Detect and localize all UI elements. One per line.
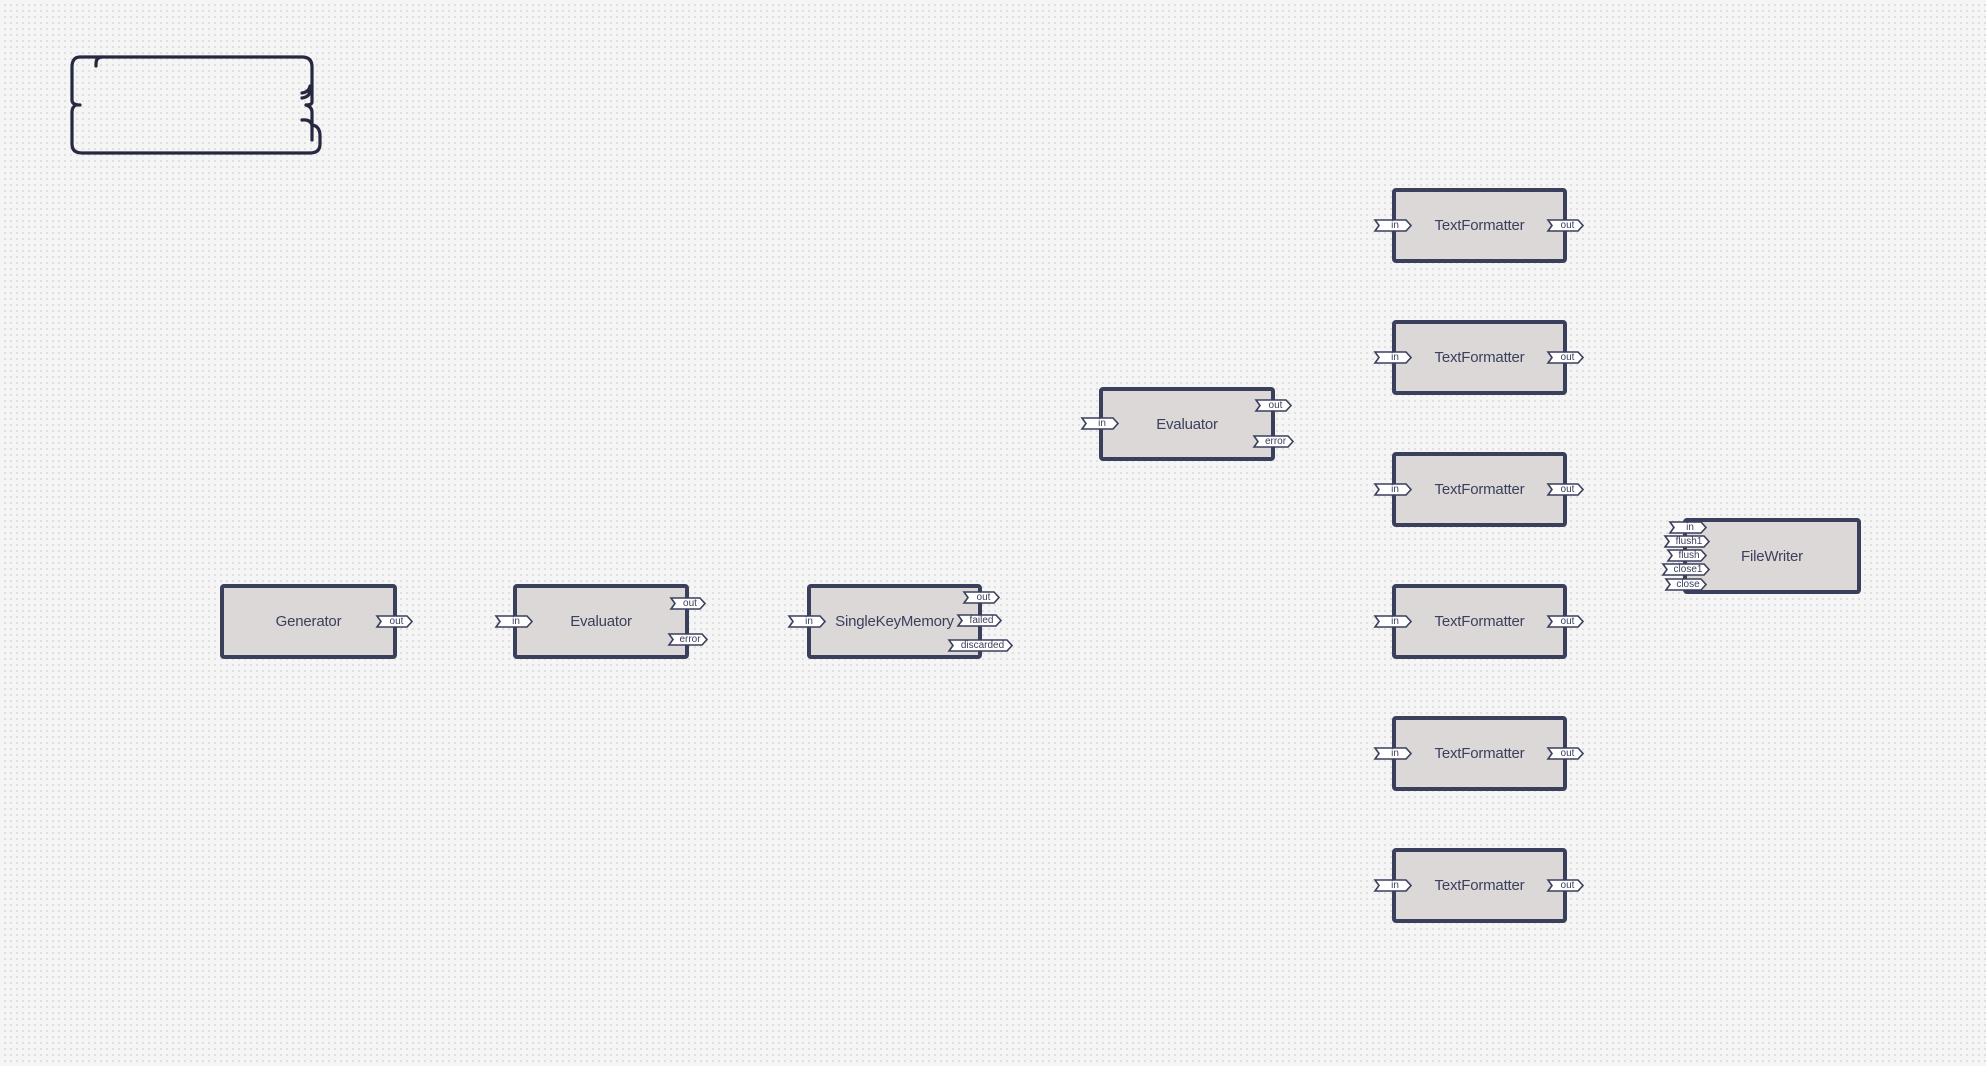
port-arrow-icon xyxy=(1373,219,1413,232)
port-arrow-icon xyxy=(375,615,414,628)
port-arrow-icon xyxy=(1666,549,1708,562)
port-out[interactable]: out xyxy=(1546,747,1585,760)
port-in[interactable]: in xyxy=(787,615,827,628)
port-arrow-icon xyxy=(947,639,1014,652)
port-flush1[interactable]: flush1 xyxy=(1663,535,1711,548)
node-label: TextFormatter xyxy=(1434,481,1525,498)
port-arrow-icon xyxy=(1546,747,1585,760)
node-text-formatter[interactable]: TextFormatter xyxy=(1392,188,1567,263)
port-arrow-icon xyxy=(787,615,827,628)
port-arrow-icon xyxy=(667,633,709,646)
node-label: TextFormatter xyxy=(1434,877,1525,894)
port-arrow-icon xyxy=(1373,747,1413,760)
node-text-formatter[interactable]: TextFormatter xyxy=(1392,716,1567,791)
port-in[interactable]: in xyxy=(494,615,534,628)
node-label: Generator xyxy=(275,613,342,630)
node-text-formatter[interactable]: TextFormatter xyxy=(1392,584,1567,659)
port-arrow-icon xyxy=(1254,399,1293,412)
port-arrow-icon xyxy=(494,615,534,628)
port-arrow-icon xyxy=(1668,521,1708,534)
port-arrow-icon xyxy=(962,591,1001,604)
port-in[interactable]: in xyxy=(1373,351,1413,364)
node-text-formatter[interactable]: TextFormatter xyxy=(1392,848,1567,923)
port-error[interactable]: error xyxy=(1252,435,1295,448)
port-out[interactable]: out xyxy=(375,615,414,628)
port-out[interactable]: out xyxy=(1546,351,1585,364)
node-text-formatter[interactable]: TextFormatter xyxy=(1392,452,1567,527)
port-in[interactable]: in xyxy=(1080,417,1120,430)
port-out[interactable]: out xyxy=(1546,615,1585,628)
port-arrow-icon xyxy=(669,597,707,610)
port-in[interactable]: in xyxy=(1373,747,1413,760)
node-label: TextFormatter xyxy=(1434,349,1525,366)
scribble-shape xyxy=(70,55,322,155)
port-arrow-icon xyxy=(1373,879,1413,892)
node-label: TextFormatter xyxy=(1434,745,1525,762)
port-discarded[interactable]: discarded xyxy=(947,639,1014,652)
port-arrow-icon xyxy=(1546,219,1585,232)
port-arrow-icon xyxy=(1546,351,1585,364)
node-file-writer[interactable]: FileWriter xyxy=(1683,518,1861,594)
port-out[interactable]: out xyxy=(1546,879,1585,892)
port-in[interactable]: in xyxy=(1373,879,1413,892)
port-failed[interactable]: failed xyxy=(956,614,1003,627)
port-arrow-icon xyxy=(1663,535,1711,548)
node-text-formatter[interactable]: TextFormatter xyxy=(1392,320,1567,395)
port-flush[interactable]: flush xyxy=(1666,549,1708,562)
port-arrow-icon xyxy=(1546,483,1585,496)
port-arrow-icon xyxy=(1080,417,1120,430)
port-arrow-icon xyxy=(1252,435,1295,448)
node-evaluator[interactable]: Evaluator xyxy=(513,584,689,659)
node-label: TextFormatter xyxy=(1434,217,1525,234)
node-label: SingleKeyMemory xyxy=(835,613,954,630)
node-label: Evaluator xyxy=(1156,415,1218,433)
port-arrow-icon xyxy=(1546,615,1585,628)
port-out[interactable]: out xyxy=(962,591,1001,604)
port-arrow-icon xyxy=(1373,483,1413,496)
port-arrow-icon xyxy=(1546,879,1585,892)
node-label: TextFormatter xyxy=(1434,613,1525,630)
port-out[interactable]: out xyxy=(1546,219,1585,232)
port-arrow-icon xyxy=(956,614,1003,627)
port-in[interactable]: in xyxy=(1373,483,1413,496)
port-out[interactable]: out xyxy=(1546,483,1585,496)
port-arrow-icon xyxy=(1664,578,1708,591)
port-out[interactable]: out xyxy=(1254,399,1293,412)
port-arrow-icon xyxy=(1661,563,1711,576)
port-in[interactable]: in xyxy=(1373,219,1413,232)
port-close1[interactable]: close1 xyxy=(1661,563,1711,576)
port-close[interactable]: close xyxy=(1664,578,1708,591)
port-in[interactable]: in xyxy=(1373,615,1413,628)
port-arrow-icon xyxy=(1373,615,1413,628)
port-arrow-icon xyxy=(1373,351,1413,364)
node-generator[interactable]: Generator xyxy=(220,584,397,659)
node-label: FileWriter xyxy=(1741,547,1803,565)
node-label: Evaluator xyxy=(570,613,632,630)
port-error[interactable]: error xyxy=(667,633,709,646)
port-in[interactable]: in xyxy=(1668,521,1708,534)
port-out[interactable]: out xyxy=(669,597,707,610)
node-evaluator[interactable]: Evaluator xyxy=(1099,387,1275,461)
